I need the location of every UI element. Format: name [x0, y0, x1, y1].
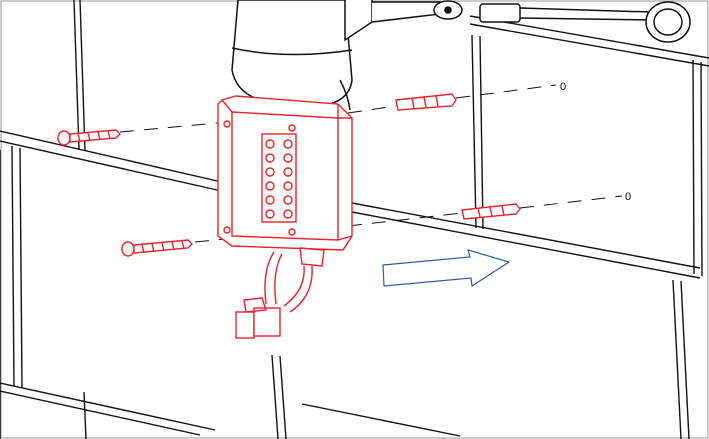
box-edges [221, 99, 353, 241]
tile-edge [692, 59, 695, 275]
connector-clip [243, 297, 267, 313]
terminal-block [261, 133, 297, 223]
screw-bottom [121, 239, 193, 257]
tile-edge [680, 280, 690, 439]
tile-edge [79, 0, 86, 152]
tile-edge [351, 211, 701, 279]
alignment-lines [119, 84, 623, 243]
cable-left-2 [274, 253, 283, 305]
pipe [519, 7, 651, 21]
connector-plug-right [253, 307, 281, 337]
screw-hole-br [288, 228, 296, 236]
tile-edge [351, 202, 701, 269]
tile-edge [479, 35, 484, 230]
connector-plug-left [235, 311, 255, 339]
cable-gland [299, 247, 325, 267]
tile-edge [471, 34, 477, 229]
sensor-body-seam [231, 47, 353, 56]
tile-edge [11, 145, 15, 387]
screw-top [57, 129, 121, 146]
valve-center [444, 6, 452, 14]
right-arrow-outline-icon [382, 249, 511, 288]
valve-fitting [479, 3, 521, 23]
cable-left [264, 251, 275, 305]
wall-plug-bottom [461, 203, 521, 220]
pipe-flange-inner [653, 8, 683, 36]
pipe-joint [371, 1, 441, 23]
tile-edge [0, 390, 201, 436]
tile-edge [19, 147, 23, 389]
wall-plug-top [395, 93, 457, 111]
screw-hole-bl [223, 226, 231, 234]
faucet-assembly [231, 0, 691, 111]
tile-edge [83, 391, 87, 439]
tile-edge [301, 403, 461, 437]
mount-collar [344, 0, 373, 42]
screw-hole-tl [223, 120, 231, 128]
dash-line-top-mid [347, 105, 397, 114]
sensor-cable [339, 79, 351, 111]
tile-edge [0, 130, 227, 184]
junction-box [217, 95, 353, 251]
terminal-screws [265, 139, 293, 219]
tile-edge [0, 140, 227, 193]
dash-line-top-left [119, 121, 229, 133]
tile-edge [73, 0, 80, 151]
tile-edge [0, 382, 216, 431]
tile-edge [279, 355, 287, 439]
dash-line-top-right [455, 84, 557, 99]
tile-edge [271, 354, 279, 439]
tile-edge [700, 61, 703, 277]
callout-label-bottom: 0 [625, 191, 631, 203]
callout-label-top: 0 [560, 81, 566, 93]
dash-line-bottom-right [519, 195, 623, 209]
junction-box-assembly [57, 93, 521, 339]
cable-right [289, 265, 313, 313]
cable-right-2 [283, 265, 305, 307]
tile-edge [672, 279, 682, 439]
tile-edge [469, 15, 709, 59]
dash-line-bottom-mid [347, 212, 463, 227]
tile-edge [469, 23, 709, 67]
screw-hole-tr [288, 124, 296, 132]
